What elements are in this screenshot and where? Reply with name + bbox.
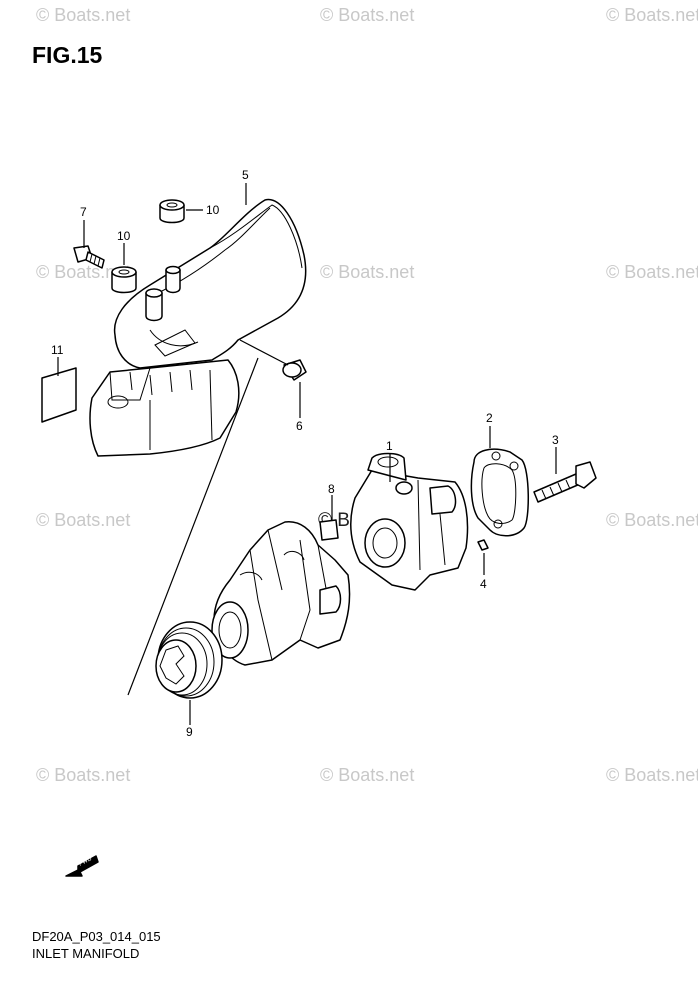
callout-9: 9 xyxy=(186,725,193,739)
watermark: © Boats.net xyxy=(320,262,415,282)
watermark: © Boats.net xyxy=(320,5,415,25)
bolt-7 xyxy=(73,245,105,269)
callout-8: 8 xyxy=(328,482,335,496)
callout-10-left: 10 xyxy=(117,229,131,243)
watermark: © Boats.net xyxy=(36,765,131,785)
fwd-arrow-icon: FWD xyxy=(65,855,99,877)
callout-10-top: 10 xyxy=(206,203,220,217)
bolt-3 xyxy=(533,461,597,503)
pin-4 xyxy=(477,539,489,551)
callout-3: 3 xyxy=(552,433,559,447)
watermark: © Boats.net xyxy=(36,262,131,282)
watermark: © Boats.net xyxy=(606,765,698,785)
watermark: © Boats.net xyxy=(606,262,698,282)
callout-2: 2 xyxy=(486,411,493,425)
callout-4: 4 xyxy=(480,577,487,591)
pulley-9 xyxy=(155,621,223,699)
callout-5: 5 xyxy=(242,168,249,182)
throttle-body xyxy=(350,452,469,591)
guide-line xyxy=(127,357,259,696)
sensor-8 xyxy=(319,519,339,541)
figure-code: DF20A_P03_014_015 xyxy=(32,929,161,944)
callout-11: 11 xyxy=(51,343,64,357)
callout-6: 6 xyxy=(296,419,303,433)
leader-6 xyxy=(239,339,289,366)
watermark: © Boats.net xyxy=(320,765,415,785)
label-plate xyxy=(41,367,77,423)
watermark: © Boats.net xyxy=(36,510,131,530)
grommet-left xyxy=(111,266,137,294)
figure-title: FIG.15 xyxy=(32,42,103,68)
silencer-housing xyxy=(89,198,307,457)
watermark: © Boats.net xyxy=(36,5,131,25)
callout-1: 1 xyxy=(386,439,393,453)
watermark: © Boats.net xyxy=(606,5,698,25)
grommet-top xyxy=(159,199,185,224)
figure-name: INLET MANIFOLD xyxy=(32,946,140,961)
callout-7: 7 xyxy=(80,205,87,219)
gasket-2 xyxy=(470,448,530,537)
watermark: © Boats.net xyxy=(606,510,698,530)
intake-manifold xyxy=(211,521,351,666)
cap-6 xyxy=(282,359,307,381)
